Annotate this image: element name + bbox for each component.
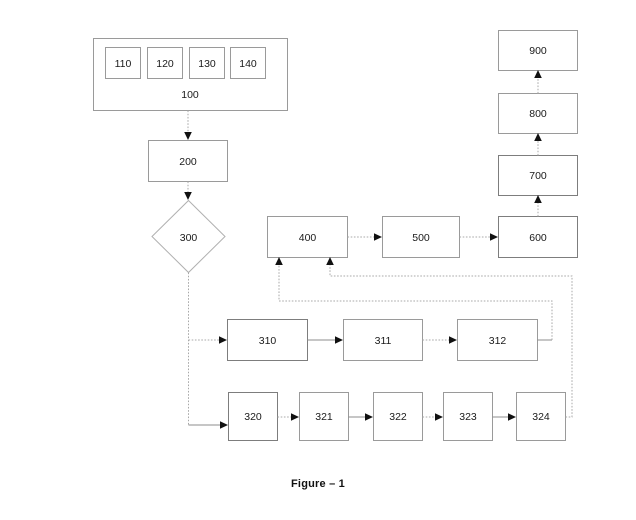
node-140-label: 140	[239, 58, 257, 70]
group-100-label: 100	[181, 89, 199, 101]
arrowhead-icon	[365, 413, 373, 421]
edge-312-to-400-feedback	[275, 257, 553, 341]
node-120-box[interactable]	[147, 47, 183, 79]
node-310-label: 310	[259, 335, 277, 347]
node-700[interactable]: 700	[498, 155, 578, 196]
edge-324-to-400-feedback	[326, 257, 573, 418]
edge-311-to-312	[422, 336, 457, 344]
node-800[interactable]: 800	[498, 93, 578, 134]
edge-320-to-321	[277, 413, 299, 421]
node-323[interactable]: 323	[443, 392, 493, 441]
node-200[interactable]: 200	[148, 140, 228, 182]
node-320-box[interactable]	[228, 392, 278, 441]
node-120-label: 120	[156, 58, 174, 70]
node-322-label: 322	[389, 411, 407, 423]
node-130-label: 130	[198, 58, 216, 70]
edge-400-to-500	[347, 233, 382, 241]
node-312-label: 312	[489, 335, 507, 347]
arrowhead-icon	[335, 336, 343, 344]
arrowhead-icon	[435, 413, 443, 421]
node-310[interactable]: 310	[227, 319, 308, 361]
node-300[interactable]: 300	[151, 199, 226, 274]
node-324-label: 324	[532, 411, 550, 423]
node-900-label: 900	[529, 45, 547, 57]
edge-321-to-322	[348, 413, 373, 421]
arrowhead-icon	[449, 336, 457, 344]
node-322[interactable]: 322	[373, 392, 423, 441]
node-320-label: 320	[244, 411, 262, 423]
edge-500-to-600	[459, 233, 498, 241]
node-323-box[interactable]	[443, 392, 493, 441]
edge-323-to-324	[492, 413, 516, 421]
arrowhead-icon	[184, 192, 192, 200]
node-312-box[interactable]	[457, 319, 538, 361]
node-322-box[interactable]	[373, 392, 423, 441]
node-110-label: 110	[115, 58, 132, 70]
arrowhead-icon	[220, 421, 228, 429]
arrowhead-icon	[534, 195, 542, 203]
node-400-box[interactable]	[267, 216, 348, 258]
edge-800-to-900	[534, 70, 542, 94]
node-311[interactable]: 311	[343, 319, 423, 361]
arrowhead-icon	[184, 132, 192, 140]
node-400-label: 400	[299, 232, 317, 244]
arrowhead-icon	[534, 70, 542, 78]
edge-600-to-700	[534, 195, 542, 217]
node-900[interactable]: 900	[498, 30, 578, 71]
node-800-box[interactable]	[498, 93, 578, 134]
edge-300-to-320	[188, 421, 228, 429]
node-800-label: 800	[529, 108, 547, 120]
arrowhead-icon	[291, 413, 299, 421]
node-310-box[interactable]	[227, 319, 308, 361]
node-200-box[interactable]	[148, 140, 228, 182]
edge-300-to-310	[188, 336, 227, 344]
edge-310-to-311	[307, 336, 343, 344]
figure-caption: Figure – 1	[291, 478, 345, 490]
node-500-label: 500	[412, 232, 430, 244]
node-600-label: 600	[529, 232, 547, 244]
arrowhead-icon	[508, 413, 516, 421]
node-500-box[interactable]	[382, 216, 460, 258]
node-group-100[interactable]: 110 120 130 140 100	[93, 38, 288, 111]
node-323-label: 323	[459, 411, 477, 423]
arrowhead-icon	[490, 233, 498, 241]
node-300-label: 300	[180, 232, 198, 244]
edge-100-to-200	[184, 110, 192, 140]
node-311-label: 311	[375, 335, 392, 347]
node-311-box[interactable]	[343, 319, 423, 361]
node-110-box[interactable]	[105, 47, 141, 79]
node-400[interactable]: 400	[267, 216, 348, 258]
node-320[interactable]: 320	[228, 392, 278, 441]
edge-322-to-323	[422, 413, 443, 421]
node-321-box[interactable]	[299, 392, 349, 441]
node-200-label: 200	[179, 156, 197, 168]
arrowhead-icon	[374, 233, 382, 241]
node-312[interactable]: 312	[457, 319, 538, 361]
arrowhead-icon	[275, 257, 283, 265]
arrowhead-icon	[219, 336, 227, 344]
node-600-box[interactable]	[498, 216, 578, 258]
node-140-box[interactable]	[230, 47, 266, 79]
edge-200-to-300	[184, 181, 192, 200]
node-600[interactable]: 600	[498, 216, 578, 258]
arrowhead-icon	[534, 133, 542, 141]
node-324-box[interactable]	[516, 392, 566, 441]
edge-700-to-800	[534, 133, 542, 156]
node-900-box[interactable]	[498, 30, 578, 71]
node-500[interactable]: 500	[382, 216, 460, 258]
node-321-label: 321	[315, 411, 333, 423]
arrowhead-icon	[326, 257, 334, 265]
node-324[interactable]: 324	[516, 392, 566, 441]
node-321[interactable]: 321	[299, 392, 349, 441]
node-130-box[interactable]	[189, 47, 225, 79]
node-700-label: 700	[529, 170, 547, 182]
